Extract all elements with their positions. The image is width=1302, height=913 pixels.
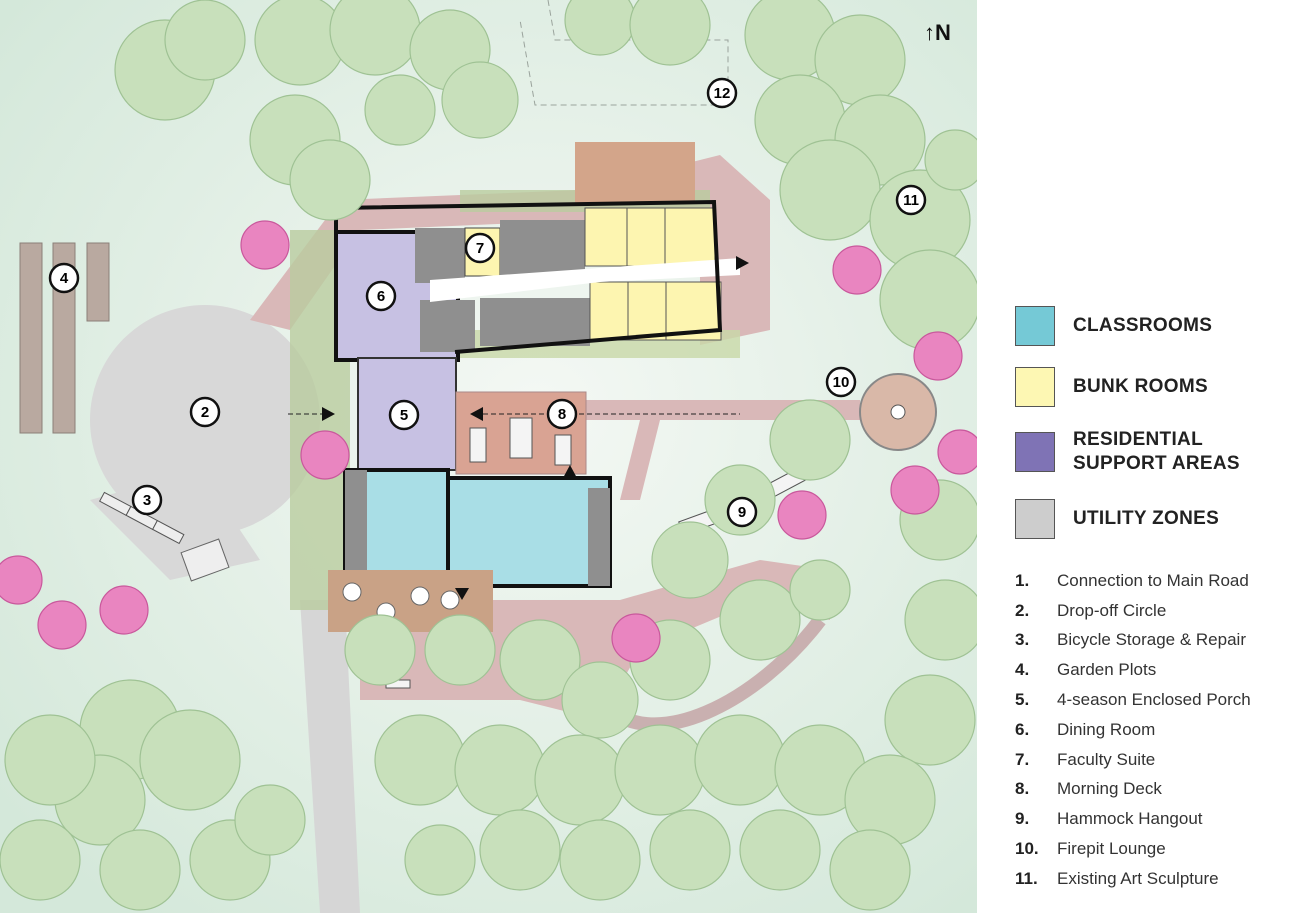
utility-zones-swatch	[1015, 499, 1055, 539]
bunk-rooms	[584, 207, 722, 341]
north-label: N	[935, 20, 951, 45]
key-number: 1.	[1015, 570, 1030, 590]
main-road	[300, 600, 360, 913]
marker-10: 10	[825, 366, 857, 398]
marker-5: 5	[388, 399, 420, 431]
legend-utility-zones: UTILITY ZONES	[1015, 499, 1219, 539]
key-item: 6. Dining Room	[1015, 715, 1251, 745]
svg-text:8: 8	[558, 406, 566, 423]
svg-text:9: 9	[738, 504, 746, 521]
utility-block-1	[415, 228, 465, 283]
key-item: 4. Garden Plots	[1015, 655, 1251, 685]
north-terrace	[575, 142, 695, 204]
key-item: 5. 4-season Enclosed Porch	[1015, 685, 1251, 715]
key-item: 9. Hammock Hangout	[1015, 804, 1251, 834]
walking-path-east	[580, 400, 860, 500]
marker-11: 11	[895, 184, 927, 216]
key-item: 8. Morning Deck	[1015, 775, 1251, 805]
key-item: 3. Bicycle Storage & Repair	[1015, 626, 1251, 656]
key-number: 9.	[1015, 809, 1030, 829]
key-number: 11.	[1015, 868, 1038, 888]
key-number: 6.	[1015, 719, 1030, 739]
key-number: 3.	[1015, 630, 1030, 650]
north-arrow: ↑N	[924, 20, 951, 46]
utility-block-2	[420, 300, 475, 352]
marker-7: 7	[464, 232, 496, 264]
svg-text:2: 2	[201, 404, 209, 421]
residential-support-swatch	[1015, 432, 1055, 472]
marker-9: 9	[726, 496, 758, 528]
legend-classrooms: CLASSROOMS	[1015, 306, 1212, 346]
key-text: Dining Room	[1057, 719, 1156, 739]
bike-repair-pad	[180, 538, 230, 582]
key-number: 8.	[1015, 779, 1030, 799]
marker-2: 2	[189, 396, 221, 428]
firepit	[890, 404, 906, 420]
deck-benches	[469, 417, 572, 466]
key-number: 4.	[1015, 660, 1030, 680]
site-key-list: 1. Connection to Main Road 2. Drop-off Cir…	[1015, 566, 1251, 894]
site-plan-map: 12 11 10 9 8 7 6 5 4 3 2	[0, 0, 977, 913]
svg-text:6: 6	[377, 288, 385, 305]
marker-6: 6	[365, 280, 397, 312]
bathroom-block-north	[500, 220, 585, 275]
north-arrow-icon: ↑	[924, 20, 935, 45]
bunk-rooms-label: BUNK ROOMS	[1073, 376, 1208, 397]
bunk-rooms-swatch	[1015, 367, 1055, 407]
classrooms-label: CLASSROOMS	[1073, 315, 1213, 336]
corridor	[430, 258, 740, 302]
key-item: 1. Connection to Main Road	[1015, 566, 1251, 596]
key-text: Existing Art Sculpture	[1057, 868, 1219, 888]
key-item: 11. Existing Art Sculpture	[1015, 864, 1251, 894]
legend-bunk-rooms: BUNK ROOMS	[1015, 367, 1208, 407]
marker-3: 3	[131, 484, 163, 516]
key-text: Bicycle Storage & Repair	[1057, 630, 1246, 650]
key-text: Garden Plots	[1057, 660, 1157, 680]
svg-text:7: 7	[476, 240, 484, 257]
key-text: Firepit Lounge	[1057, 839, 1166, 859]
key-number: 10.	[1015, 839, 1039, 859]
classrooms-swatch	[1015, 306, 1055, 346]
key-item: 7. Faculty Suite	[1015, 745, 1251, 775]
svg-text:11: 11	[903, 192, 919, 209]
svg-text:10: 10	[833, 374, 850, 391]
key-number: 5.	[1015, 690, 1030, 710]
pink-trees	[0, 220, 977, 663]
classroom-east	[446, 476, 612, 588]
site-markers: 12 11 10 9 8 7 6 5 4 3 2	[48, 77, 927, 528]
residential-support-label: RESIDENTIAL SUPPORT AREAS	[1073, 429, 1240, 474]
key-text: Morning Deck	[1057, 779, 1162, 799]
bike-storage	[99, 491, 185, 545]
garden-plots	[19, 242, 110, 434]
key-item: 2. Drop-off Circle	[1015, 596, 1251, 626]
utility-zones-label: UTILITY ZONES	[1073, 508, 1220, 529]
svg-text:4: 4	[60, 270, 69, 287]
marker-8: 8	[546, 398, 578, 430]
svg-text:3: 3	[143, 492, 151, 509]
legend-residential-support: RESIDENTIAL SUPPORT AREAS	[1015, 428, 1240, 476]
property-boundary	[519, 0, 729, 106]
svg-text:5: 5	[400, 407, 408, 424]
entry-arrows	[288, 256, 749, 600]
legend-panel: CLASSROOMS BUNK ROOMS RESIDENTIAL SUPPOR…	[977, 0, 1302, 913]
key-item: 10. Firepit Lounge	[1015, 834, 1251, 864]
classroom-utility	[345, 470, 610, 586]
key-number: 2.	[1015, 600, 1030, 620]
key-text: 4-season Enclosed Porch	[1057, 690, 1251, 710]
svg-text:12: 12	[714, 85, 731, 102]
key-number: 7.	[1015, 749, 1030, 769]
marker-12: 12	[706, 77, 738, 109]
key-text: Hammock Hangout	[1057, 809, 1203, 829]
key-text: Faculty Suite	[1057, 749, 1156, 769]
key-text: Connection to Main Road	[1057, 570, 1249, 590]
key-text: Drop-off Circle	[1057, 600, 1167, 620]
bathroom-block-south	[480, 298, 590, 346]
marker-4: 4	[48, 262, 80, 294]
